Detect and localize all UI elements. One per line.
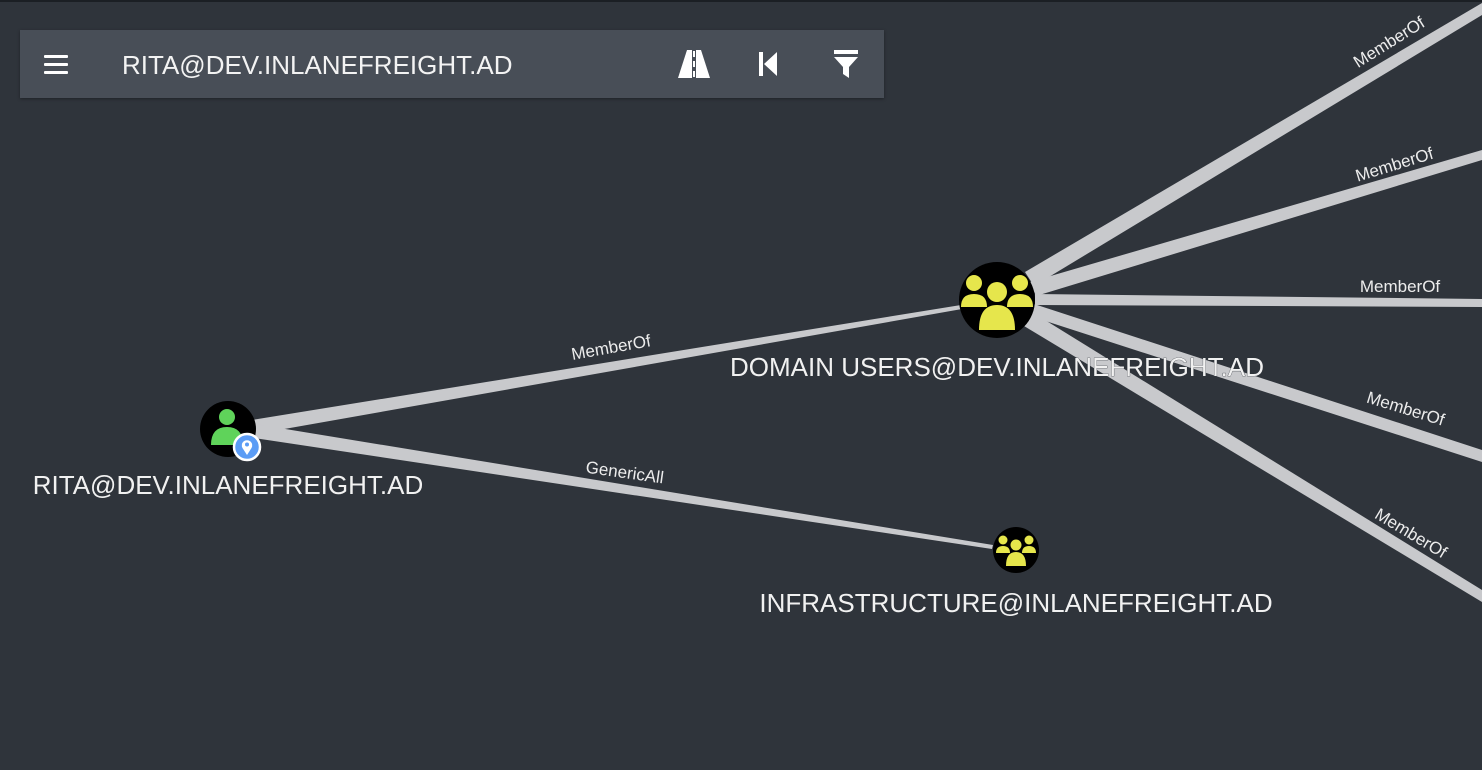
- node-label-rita: RITA@DEV.INLANEFREIGHT.AD: [33, 470, 423, 500]
- back-button[interactable]: [748, 44, 788, 84]
- hamburger-menu-icon[interactable]: [44, 47, 72, 81]
- window-top-border: [0, 0, 1482, 2]
- edge-domain-users-out-4[interactable]: MemberOf: [1030, 304, 1482, 462]
- edge-domain-users-out-2[interactable]: MemberOf: [1030, 144, 1482, 296]
- edge-domain-users-out-3[interactable]: MemberOf: [1035, 277, 1482, 307]
- filter-button[interactable]: [826, 44, 866, 84]
- node-search-input[interactable]: [120, 44, 644, 86]
- node-infrastructure-group[interactable]: INFRASTRUCTURE@INLANEFREIGHT.AD: [759, 527, 1273, 618]
- search-toolbar: [20, 30, 884, 98]
- edge-domain-users-out-1[interactable]: MemberOf: [1025, 3, 1482, 286]
- node-rita-user[interactable]: RITA@DEV.INLANEFREIGHT.AD: [32, 401, 424, 500]
- filter-funnel-icon: [834, 50, 858, 78]
- node-domain-users-group[interactable]: DOMAIN USERS@DEV.INLANEFREIGHT.AD: [730, 262, 1264, 382]
- node-label-domain-users: DOMAIN USERS@DEV.INLANEFREIGHT.AD: [730, 352, 1264, 382]
- group-icon: [961, 275, 1033, 330]
- road-pathfinding-icon: [678, 50, 710, 78]
- map-pin-icon: [232, 432, 262, 462]
- edge-label-memberof: MemberOf: [1360, 277, 1441, 296]
- node-label-infrastructure: INFRASTRUCTURE@INLANEFREIGHT.AD: [759, 588, 1272, 618]
- pathfinding-button[interactable]: [674, 44, 714, 84]
- group-icon: [996, 535, 1036, 566]
- skip-back-icon: [759, 52, 777, 76]
